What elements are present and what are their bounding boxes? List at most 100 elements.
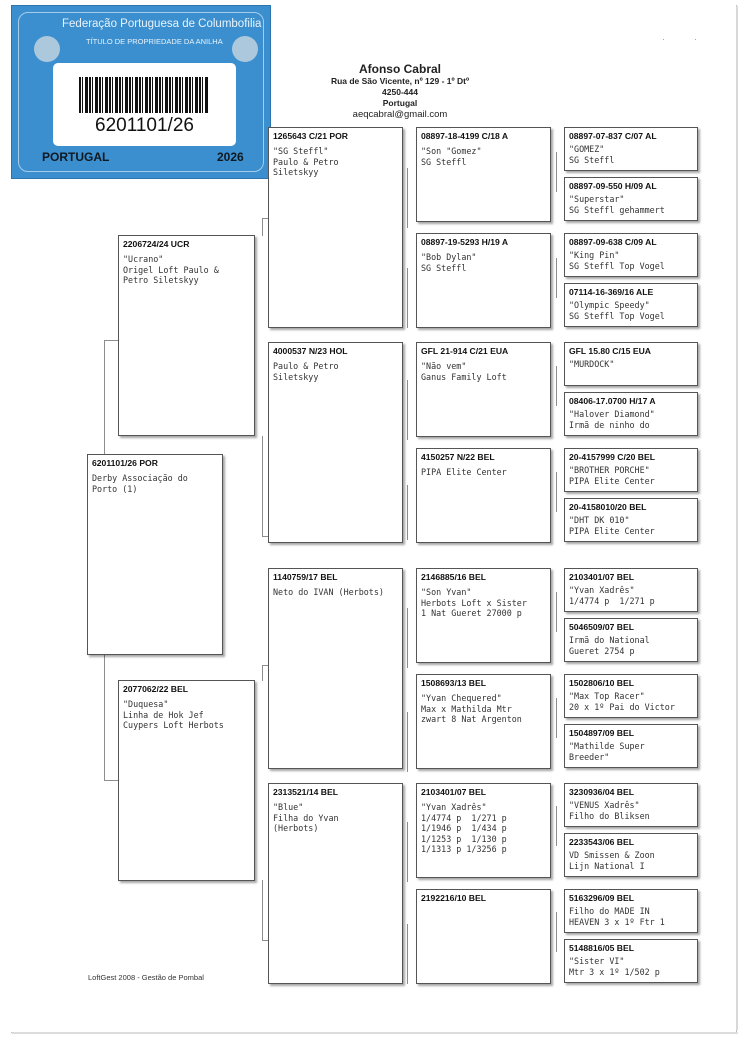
label-year: 2026 [217, 150, 244, 164]
connector-line [262, 218, 263, 236]
grandparent-card[interactable]: 1265643 C/21 POR "SG Steffl" Paulo & Pet… [268, 127, 403, 328]
dam-card[interactable]: 2077062/22 BEL "Duquesa" Linha de Hok Je… [118, 680, 255, 881]
ancestor-card[interactable]: 1502806/10 BEL "Max Top Racer" 20 x 1º P… [564, 674, 698, 718]
ring-number: 1502806/10 BEL [569, 678, 634, 688]
connector-line [407, 485, 408, 540]
pigeon-info: "Mathilde Super Breeder" [569, 741, 645, 762]
connector-line [262, 536, 270, 537]
connector-line [556, 152, 557, 192]
pigeon-info: Filho do MADE IN HEAVEN 3 x 1º Ftr 1 [569, 906, 665, 927]
ring-number: 2206724/24 UCR [123, 239, 190, 249]
pigeon-info: "GOMEZ" SG Steffl [569, 144, 615, 165]
owner-postcode: 4250-444 [382, 87, 418, 97]
ancestor-card[interactable]: 08897-09-550 H/09 AL "Superstar" SG Stef… [564, 177, 698, 221]
great-grandparent-card[interactable]: 2146885/16 BEL "Son Yvan" Herbots Loft x… [416, 568, 551, 663]
ring-ownership-label: Federação Portuguesa de Columbofilia TÍT… [11, 5, 271, 179]
ancestor-card[interactable]: 2233543/06 BEL VD Smissen & Zoon Lijn Na… [564, 833, 698, 877]
connector-line [104, 340, 105, 455]
pigeon-info: "Blue" Filha do Yvan (Herbots) [273, 802, 339, 833]
pigeon-info: "Halover Diamond" Irmã de ninho do [569, 409, 655, 430]
ancestor-card[interactable]: GFL 15.80 C/15 EUA "MURDOCK" [564, 342, 698, 386]
pigeon-info: "Superstar" SG Steffl gehammert [569, 194, 665, 215]
pigeon-info: "Yvan Xadrês" 1/4774 p 1/271 p [569, 585, 655, 606]
label-frame [18, 12, 264, 172]
great-grandparent-card[interactable]: GFL 21-914 C/21 EUA "Não vem" Ganus Fami… [416, 342, 551, 437]
ancestor-card[interactable]: 08897-07-837 C/07 AL "GOMEZ" SG Steffl [564, 127, 698, 171]
ancestor-card[interactable]: 5148816/05 BEL "Sister VI" Mtr 3 x 1º 1/… [564, 939, 698, 983]
grandparent-card[interactable]: 2313521/14 BEL "Blue" Filha do Yvan (Her… [268, 783, 403, 984]
owner-address: Rua de São Vicente, nº 129 - 1º Dtº [330, 76, 470, 86]
connector-line [262, 665, 270, 666]
connector-line [556, 806, 557, 846]
pigeon-info: "Son "Gomez" SG Steffl [421, 146, 482, 167]
scan-dot: · [694, 34, 697, 44]
pigeon-info: "Bob Dylan" SG Steffl [421, 252, 477, 273]
great-grandparent-card[interactable]: 4150257 N/22 BEL PIPA Elite Center [416, 448, 551, 543]
ancestor-card[interactable]: 5163296/09 BEL Filho do MADE IN HEAVEN 3… [564, 889, 698, 933]
pigeon-card[interactable]: 6201101/26 POR Derby Associação do Porto… [87, 454, 223, 655]
great-grandparent-card[interactable]: 2192216/10 BEL [416, 889, 551, 984]
ring-number: 08897-19-5293 H/19 A [421, 237, 509, 247]
ring-number: 08406-17.0700 H/17 A [569, 396, 656, 406]
ring-number: 2313521/14 BEL [273, 787, 338, 797]
sire-card[interactable]: 2206724/24 UCR "Ucrano" Origel Loft Paul… [118, 235, 255, 436]
pigeon-info: Neto do IVAN (Herbots) [273, 587, 384, 597]
ring-number: 08897-09-550 H/09 AL [569, 181, 657, 191]
pigeon-info: "Max Top Racer" 20 x 1º Pai do Victor [569, 691, 675, 712]
connector-line [407, 168, 408, 228]
connector-line [556, 366, 557, 406]
great-grandparent-card[interactable]: 08897-19-5293 H/19 A "Bob Dylan" SG Stef… [416, 233, 551, 328]
great-grandparent-card[interactable]: 2103401/07 BEL "Yvan Xadrês" 1/4774 p 1/… [416, 783, 551, 878]
pigeon-info: Paulo & Petro Siletskyy [273, 361, 339, 382]
pigeon-info: Derby Associação do Porto (1) [92, 473, 188, 494]
ring-number: 2077062/22 BEL [123, 684, 188, 694]
federation-name: Federação Portuguesa de Columbofilia [62, 18, 262, 30]
ancestor-card[interactable]: 08406-17.0700 H/17 A "Halover Diamond" I… [564, 392, 698, 436]
connector-line [104, 780, 120, 781]
ring-number: 6201101/26 POR [92, 458, 158, 468]
connector-line [407, 608, 408, 668]
ring-number: 2233543/06 BEL [569, 837, 634, 847]
owner-email: aeqcabral@gmail.com [352, 109, 448, 120]
grandparent-card[interactable]: 1140759/17 BEL Neto do IVAN (Herbots) [268, 568, 403, 769]
pigeon-info: "Yvan Chequered" Max x Mathilda Mtr zwar… [421, 693, 522, 724]
pigeon-info: "Olympic Speedy" SG Steffl Top Vogel [569, 300, 665, 321]
ring-number: 1508693/13 BEL [421, 678, 486, 688]
barcode-panel: 6201101/26 [53, 63, 236, 146]
grandparent-card[interactable]: 4000537 N/23 HOL Paulo & Petro Siletskyy [268, 342, 403, 543]
pigeon-info: VD Smissen & Zoon Lijn National I [569, 850, 655, 871]
ancestor-card[interactable]: 20-4158010/20 BEL "DHT DK 010" PIPA Elit… [564, 498, 698, 542]
connector-line [104, 340, 120, 341]
ancestor-card[interactable]: 2103401/07 BEL "Yvan Xadrês" 1/4774 p 1/… [564, 568, 698, 612]
ancestor-card[interactable]: 07114-16-369/16 ALE "Olympic Speedy" SG … [564, 283, 698, 327]
ring-number: GFL 15.80 C/15 EUA [569, 346, 651, 356]
connector-line [262, 436, 263, 536]
page-edge [12, 1032, 738, 1034]
pigeon-info: "Sister VI" Mtr 3 x 1º 1/502 p [569, 956, 660, 977]
ancestor-card[interactable]: 1504897/09 BEL "Mathilde Super Breeder" [564, 724, 698, 768]
ancestor-card[interactable]: 20-4157999 C/20 BEL "BROTHER PORCHE" PIP… [564, 448, 698, 492]
connector-line [407, 822, 408, 882]
great-grandparent-card[interactable]: 1508693/13 BEL "Yvan Chequered" Max x Ma… [416, 674, 551, 769]
pigeon-info: "BROTHER PORCHE" PIPA Elite Center [569, 465, 655, 486]
ancestor-card[interactable]: 5046509/07 BEL Irmã do National Gueret 2… [564, 618, 698, 662]
pigeon-info: "King Pin" SG Steffl Top Vogel [569, 250, 665, 271]
ring-number: 20-4158010/20 BEL [569, 502, 647, 512]
pigeon-info: "Yvan Xadrês" 1/4774 p 1/271 p 1/1946 p … [421, 802, 507, 854]
pigeon-info: Irmã do National Gueret 2754 p [569, 635, 650, 656]
connector-line [262, 940, 270, 941]
ancestor-card[interactable]: 08897-09-638 C/09 AL "King Pin" SG Steff… [564, 233, 698, 277]
ring-number: 4150257 N/22 BEL [421, 452, 495, 462]
pigeon-info: "Duquesa" Linha de Hok Jef Cuypers Loft … [123, 699, 224, 730]
great-grandparent-card[interactable]: 08897-18-4199 C/18 A "Son "Gomez" SG Ste… [416, 127, 551, 222]
ring-number: 07114-16-369/16 ALE [569, 287, 654, 297]
connector-line [556, 472, 557, 512]
ancestor-card[interactable]: 3230936/04 BEL "VENUS Xadrês" Filho do B… [564, 783, 698, 827]
connector-line [556, 698, 557, 738]
connector-line [262, 218, 270, 219]
ring-number: GFL 21-914 C/21 EUA [421, 346, 509, 356]
connector-line [407, 380, 408, 440]
pigeon-info: "Son Yvan" Herbots Loft x Sister 1 Nat G… [421, 587, 527, 618]
connector-line [104, 655, 105, 780]
owner-name: Afonso Cabral [358, 62, 441, 76]
